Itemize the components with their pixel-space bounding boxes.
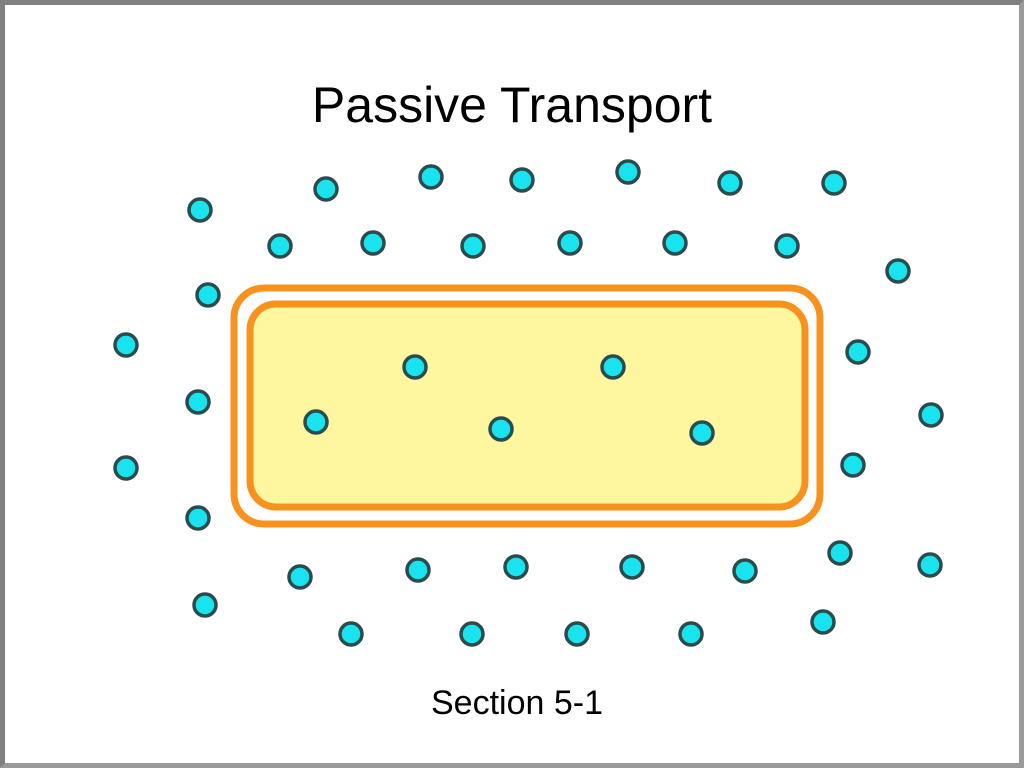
cell-membrane-inner (246, 300, 809, 511)
molecule-outside (460, 233, 486, 259)
molecule-outside (287, 564, 313, 590)
molecule-inside (689, 420, 715, 446)
molecule-outside (557, 230, 583, 256)
molecule-outside (885, 258, 911, 284)
passive-transport-diagram (113, 159, 944, 647)
slide-subtitle: Section 5-1 (431, 684, 603, 722)
molecule-outside (918, 402, 944, 428)
molecule-outside (717, 170, 743, 196)
molecule-outside (917, 552, 943, 578)
molecule-outside (418, 164, 444, 190)
molecule-outside (113, 455, 139, 481)
molecule-outside (503, 554, 529, 580)
molecule-outside (827, 540, 853, 566)
molecule-outside (840, 452, 866, 478)
molecule-outside (267, 233, 293, 259)
molecule-outside (185, 389, 211, 415)
molecule-outside (405, 557, 431, 583)
molecule-outside (187, 197, 213, 223)
molecule-outside (564, 621, 590, 647)
molecule-outside (732, 558, 758, 584)
molecule-outside (619, 554, 645, 580)
molecule-outside (192, 592, 218, 618)
molecule-outside (360, 230, 386, 256)
molecule-outside (313, 176, 339, 202)
molecules-inside (303, 354, 715, 446)
molecule-inside (600, 354, 626, 380)
molecule-outside (845, 339, 871, 365)
molecule-outside (678, 621, 704, 647)
molecule-outside (774, 233, 800, 259)
molecule-outside (810, 609, 836, 635)
molecule-outside (195, 282, 221, 308)
molecule-outside (509, 167, 535, 193)
cell-membrane-outer (230, 284, 824, 528)
molecule-inside (488, 416, 514, 442)
molecule-outside (821, 170, 847, 196)
molecule-outside (185, 505, 211, 531)
molecule-outside (113, 332, 139, 358)
molecule-outside (662, 230, 688, 256)
cell (230, 284, 824, 528)
molecule-outside (338, 621, 364, 647)
molecule-inside (303, 409, 329, 435)
slide-title: Passive Transport (311, 77, 713, 133)
molecule-outside (459, 621, 485, 647)
molecule-outside (615, 159, 641, 185)
molecules-outside (113, 159, 944, 647)
molecule-inside (402, 354, 428, 380)
